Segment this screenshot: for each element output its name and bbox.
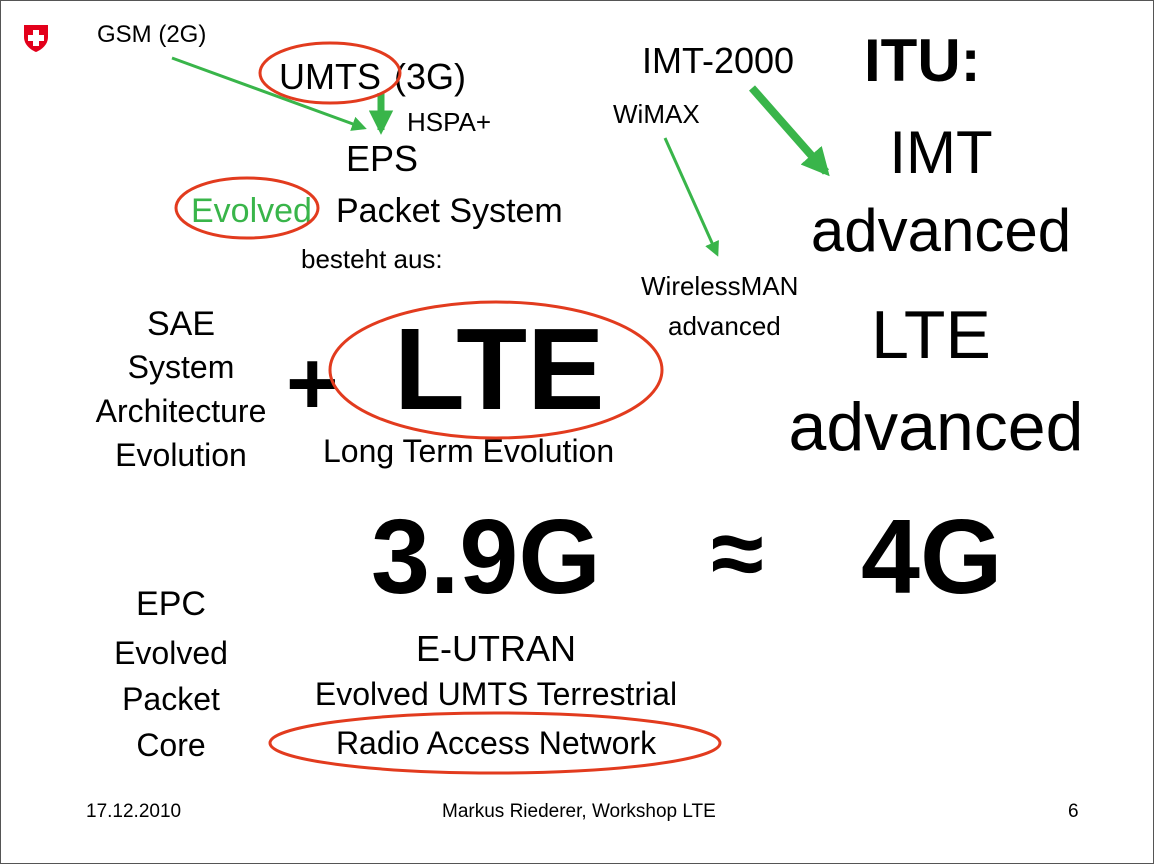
- epc-line-evolved: Evolved: [114, 635, 228, 671]
- sae-line-architecture: Architecture: [95, 393, 267, 429]
- lte-big-label: LTE: [394, 304, 605, 434]
- advanced-label-1: advanced: [810, 197, 1072, 264]
- lte-full-label: Long Term Evolution: [323, 433, 615, 469]
- eutran-line-evolved: Evolved UMTS Terrestrial: [314, 676, 678, 712]
- sae-title: SAE: [146, 305, 216, 343]
- eutran-title: E-UTRAN: [416, 628, 576, 669]
- eutran-line-radio: Radio Access Network: [335, 725, 657, 761]
- hspa-label: HSPA+: [407, 107, 492, 137]
- gsm-label: GSM (2G): [97, 21, 207, 48]
- gen-3-9g-label: 3.9G: [371, 498, 601, 616]
- evolved-label: Evolved: [191, 192, 312, 230]
- gen-4g-label: 4G: [861, 498, 1003, 616]
- epc-line-packet: Packet: [122, 681, 220, 717]
- plus-sign: +: [286, 334, 339, 434]
- umts-label: UMTS: [279, 56, 381, 97]
- gen-approx-sign: ≈: [711, 500, 764, 607]
- footer-date: 17.12.2010: [86, 801, 182, 822]
- besteht-aus-label: besteht aus:: [301, 244, 443, 274]
- wirelessman-advanced-label: advanced: [668, 311, 781, 341]
- epc-line-core: Core: [136, 727, 206, 763]
- imt-label: IMT: [889, 119, 993, 186]
- wirelessman-label: WirelessMAN: [641, 271, 799, 301]
- epc-title: EPC: [136, 585, 206, 623]
- umts-3g-label: (3G): [394, 56, 466, 97]
- wimax-label: WiMAX: [613, 99, 700, 129]
- sae-line-evolution: Evolution: [115, 437, 247, 473]
- itu-label: ITU:: [864, 27, 981, 94]
- advanced-label-2: advanced: [788, 389, 1084, 465]
- sae-line-system: System: [127, 349, 235, 385]
- eps-label: EPS: [346, 138, 419, 179]
- footer-author: Markus Riederer, Workshop LTE: [442, 801, 716, 822]
- imt2000-label: IMT-2000: [642, 40, 795, 81]
- lte-advanced-label: LTE: [871, 297, 991, 373]
- packet-system-label: Packet System: [336, 192, 563, 230]
- swiss-flag-icon: [24, 25, 48, 52]
- footer-page-number: 6: [1068, 801, 1079, 822]
